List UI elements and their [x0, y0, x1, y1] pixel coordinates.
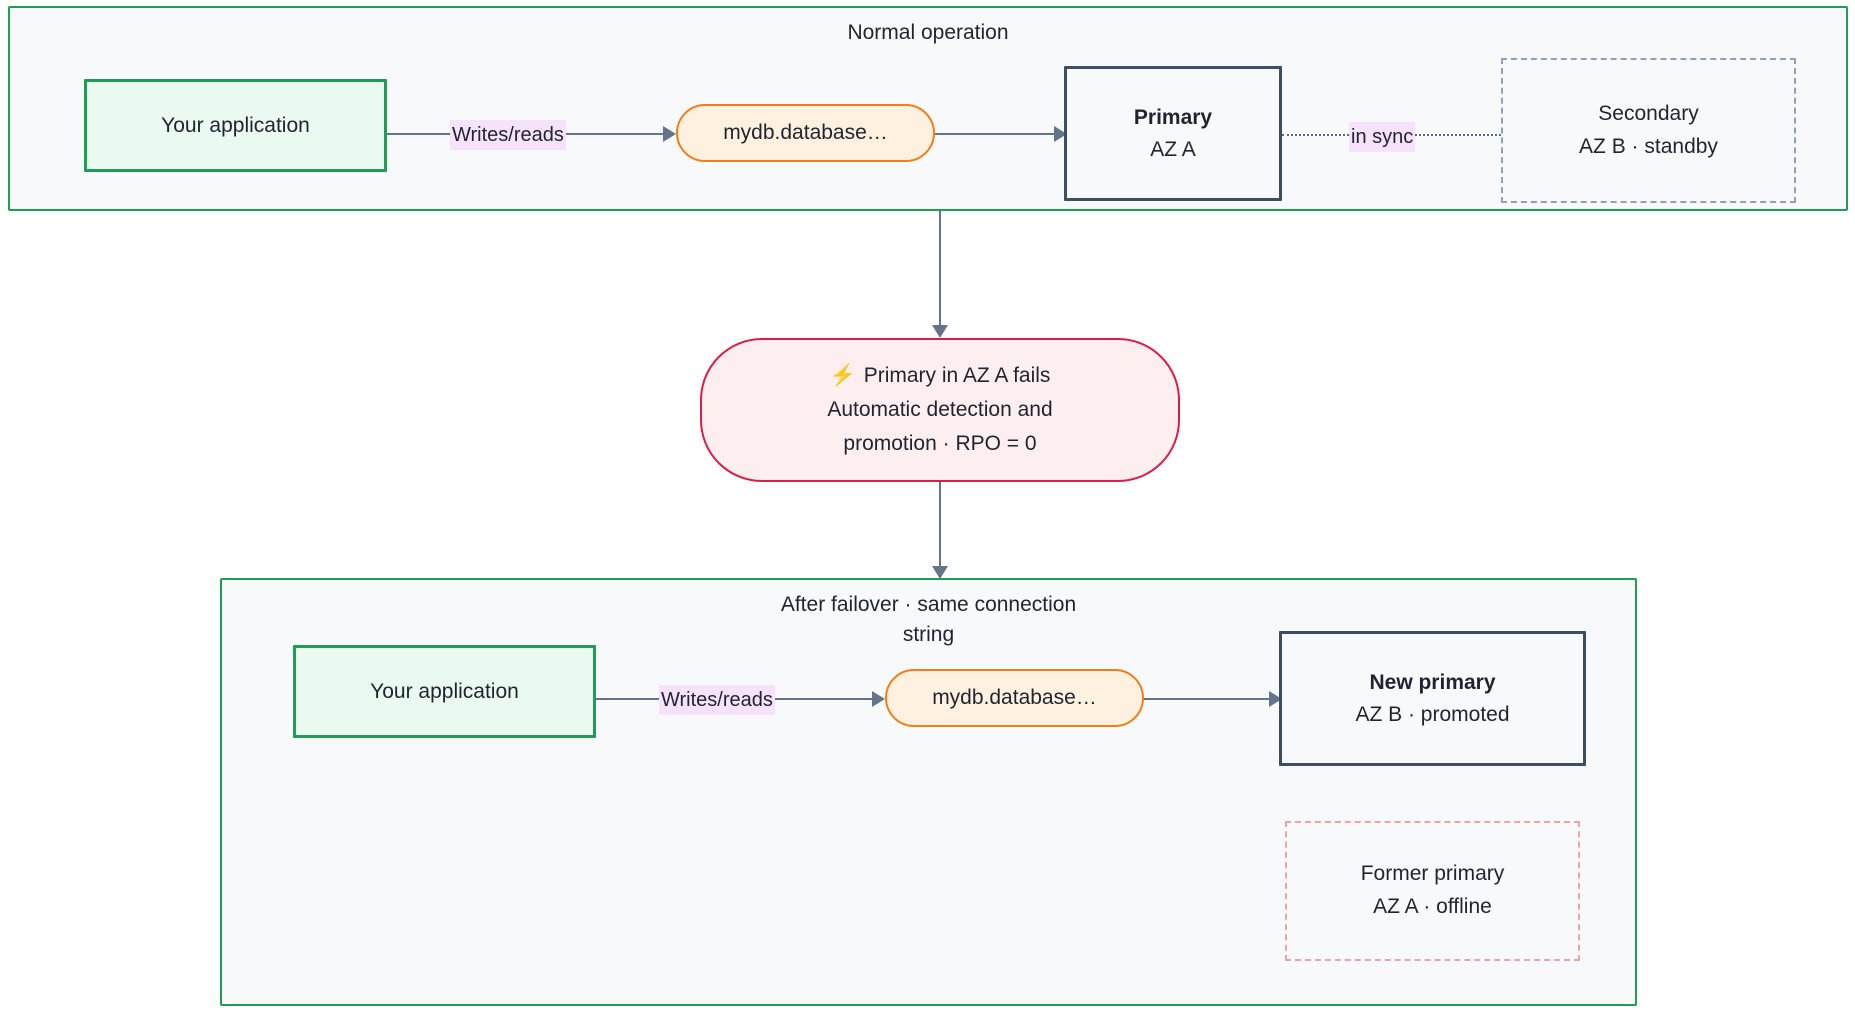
node-new-primary-az-b-subtitle: AZ B · promoted — [1355, 702, 1510, 726]
node-former-primary-az-a-subtitle: AZ A · offline — [1373, 895, 1492, 918]
node-failover-event-line1-text: Primary in AZ A fails — [863, 363, 1051, 387]
edge-endpoint-to-primary — [935, 133, 1062, 135]
edge-app-to-endpoint-normal-arrowhead — [663, 126, 676, 142]
cluster-after-failover-title: After failover · same connection string — [780, 593, 1077, 647]
edge-app-to-endpoint-failover-arrowhead — [872, 691, 885, 707]
node-failover-event-line2: Automatic detection and — [827, 397, 1053, 421]
node-endpoint-normal[interactable]: mydb.database… — [676, 104, 935, 162]
node-new-primary-az-b[interactable]: New primary AZ B · promoted — [1279, 631, 1586, 766]
node-your-application-failover[interactable]: Your application — [293, 645, 596, 738]
node-failover-event-line3: promotion · RPO = 0 — [843, 432, 1037, 455]
edge-endpoint-to-new-primary-arrowhead — [1269, 691, 1282, 707]
node-former-primary-az-a-title: Former primary — [1360, 862, 1505, 886]
node-your-application-normal-label: Your application — [161, 113, 310, 137]
edge-normal-to-event-arrowhead — [932, 325, 948, 338]
node-primary-az-a-subtitle: AZ A — [1150, 137, 1196, 161]
node-failover-event[interactable]: ⚡ Primary in AZ A fails Automatic detecti… — [700, 338, 1180, 482]
node-failover-event-line1: ⚡ Primary in AZ A fails — [830, 359, 1051, 393]
edge-endpoint-to-primary-arrowhead — [1054, 126, 1067, 142]
node-your-application-normal[interactable]: Your application — [84, 79, 387, 172]
cluster-normal-operation-title: Normal operation — [847, 21, 1009, 44]
edge-endpoint-to-new-primary — [1144, 698, 1277, 700]
edge-event-to-failover — [939, 482, 941, 572]
node-endpoint-normal-label: mydb.database… — [723, 121, 888, 144]
edge-label-writes-reads-failover: Writes/reads — [659, 685, 775, 715]
node-secondary-az-b-subtitle: AZ B · standby — [1579, 134, 1718, 158]
node-your-application-failover-label: Your application — [370, 679, 519, 703]
node-primary-az-a-title: Primary — [1133, 106, 1213, 129]
edge-event-to-failover-arrowhead — [932, 566, 948, 579]
lightning-bolt-icon: ⚡ — [829, 363, 856, 387]
node-secondary-az-b-title: Secondary — [1598, 101, 1699, 125]
node-secondary-az-b-standby[interactable]: Secondary AZ B · standby — [1501, 58, 1796, 203]
node-endpoint-failover-label: mydb.database… — [932, 686, 1097, 709]
edge-normal-to-event — [939, 211, 941, 329]
edge-label-in-sync: in sync — [1349, 122, 1416, 152]
node-new-primary-az-b-title: New primary — [1369, 671, 1496, 694]
node-former-primary-az-a-offline[interactable]: Former primary AZ A · offline — [1285, 821, 1580, 961]
node-endpoint-failover[interactable]: mydb.database… — [885, 669, 1144, 727]
node-primary-az-a[interactable]: Primary AZ A — [1064, 66, 1282, 201]
edge-label-writes-reads-normal: Writes/reads — [450, 120, 566, 150]
